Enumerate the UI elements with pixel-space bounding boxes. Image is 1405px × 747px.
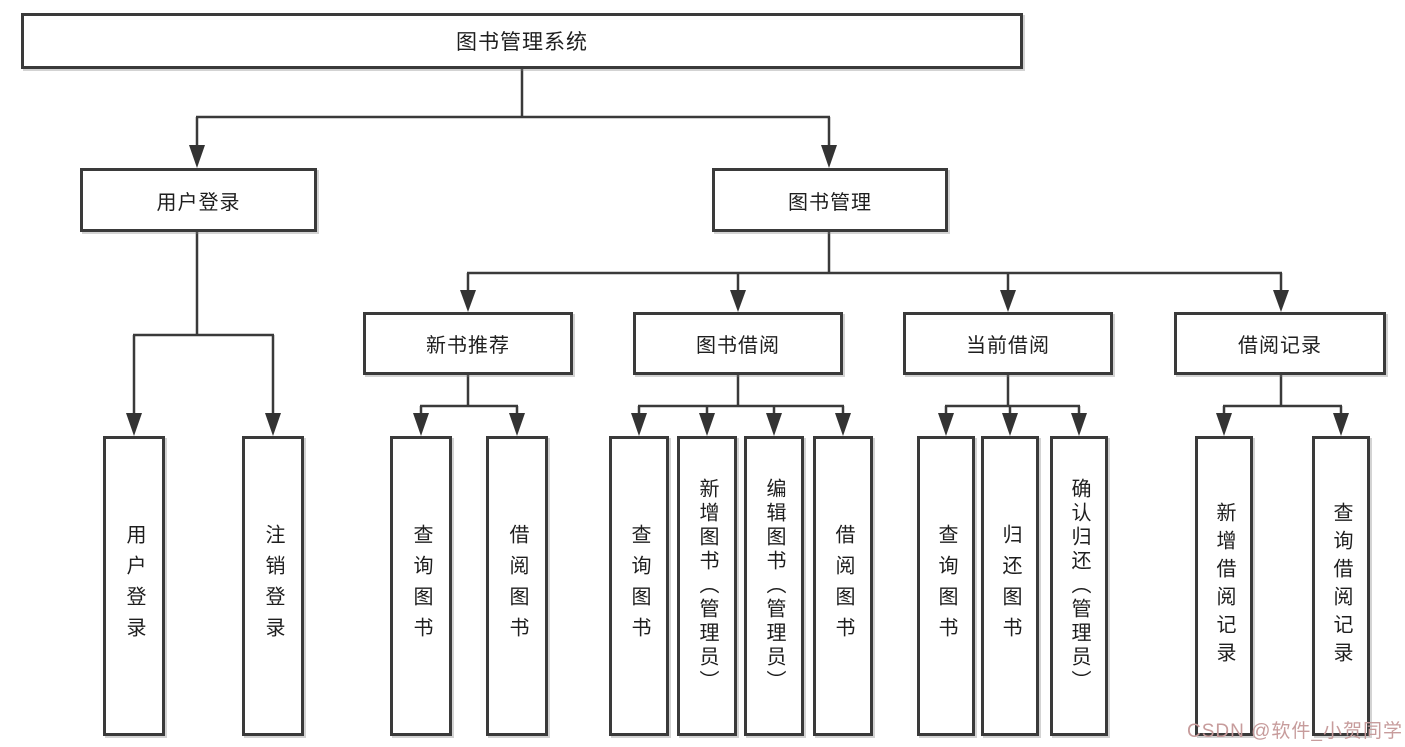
node-label: 图书管理系统 — [456, 31, 588, 54]
node-user-login: 用户登录 — [80, 168, 317, 232]
node-label: 当前借阅 — [966, 335, 1050, 357]
node-label: 新书推荐 — [426, 335, 510, 357]
connector-borrow-records-group — [1216, 375, 1349, 436]
leaf-label: 用户登录 — [123, 524, 145, 648]
leaf-label: 借阅图书 — [506, 524, 528, 648]
leaf-label: 新增图书（管理员） — [696, 478, 718, 694]
leaf-query-books-1: 查询图书 — [390, 436, 452, 736]
leaf-label: 注销登录 — [262, 524, 284, 648]
node-new-book-recommend: 新书推荐 — [363, 312, 573, 375]
connector-book-management-to-level3 — [460, 232, 1289, 312]
leaf-borrow-books-1: 借阅图书 — [486, 436, 548, 736]
connector-user-login-group — [126, 232, 281, 436]
leaf-query-borrow-record: 查询借阅记录 — [1312, 436, 1370, 736]
connector-book-borrow-group — [631, 375, 851, 436]
leaf-confirm-return-admin: 确认归还（管理员） — [1050, 436, 1108, 736]
leaf-label: 查询图书 — [410, 524, 432, 648]
leaf-borrow-books-2: 借阅图书 — [813, 436, 873, 736]
node-book-borrow: 图书借阅 — [633, 312, 843, 375]
leaf-logout: 注销登录 — [242, 436, 304, 736]
connector-new-books-group — [413, 375, 525, 436]
leaf-query-books-3: 查询图书 — [917, 436, 975, 736]
connector-root-to-level2 — [189, 69, 837, 168]
leaf-label: 查询借阅记录 — [1330, 502, 1352, 670]
node-library-management-system: 图书管理系统 — [21, 13, 1023, 69]
leaf-label: 编辑图书（管理员） — [763, 478, 785, 694]
leaf-add-borrow-record: 新增借阅记录 — [1195, 436, 1253, 736]
node-borrow-records: 借阅记录 — [1174, 312, 1386, 375]
leaf-label: 查询图书 — [628, 524, 650, 648]
leaf-query-books-2: 查询图书 — [609, 436, 669, 736]
leaf-return-books: 归还图书 — [981, 436, 1039, 736]
connector-current-borrow-group — [938, 375, 1087, 436]
node-label: 图书管理 — [788, 191, 872, 214]
node-book-management: 图书管理 — [712, 168, 948, 232]
leaf-label: 归还图书 — [999, 524, 1021, 648]
csdn-watermark: CSDN @软件_小贺同学 — [1187, 721, 1403, 742]
leaf-label: 新增借阅记录 — [1213, 502, 1235, 670]
leaf-edit-books-admin: 编辑图书（管理员） — [744, 436, 804, 736]
leaf-label: 借阅图书 — [832, 524, 854, 648]
node-label: 借阅记录 — [1238, 335, 1322, 357]
leaf-user-login: 用户登录 — [103, 436, 165, 736]
leaf-label: 确认归还（管理员） — [1068, 478, 1090, 694]
node-label: 用户登录 — [156, 191, 241, 214]
leaf-add-books-admin: 新增图书（管理员） — [677, 436, 737, 736]
node-current-borrow: 当前借阅 — [903, 312, 1113, 375]
leaf-label: 查询图书 — [935, 524, 957, 648]
node-label: 图书借阅 — [696, 335, 780, 357]
